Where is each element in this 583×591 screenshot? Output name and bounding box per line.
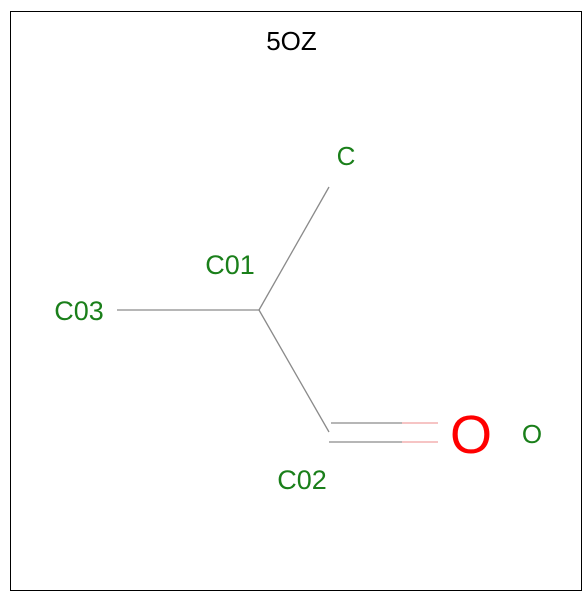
atom-label-c03: C03 — [54, 296, 104, 326]
bond-c01-c — [258, 186, 330, 311]
molecule-title: 5OZ — [266, 26, 317, 56]
atom-element-oxygen: O — [450, 405, 492, 465]
bond-c01-c02 — [258, 309, 330, 433]
viewer-frame — [10, 11, 582, 591]
atom-label-c02: C02 — [277, 465, 327, 495]
atom-label-c: C — [337, 141, 356, 171]
atom-label-c01: C01 — [205, 250, 255, 280]
atom-label-o: O — [522, 419, 542, 449]
